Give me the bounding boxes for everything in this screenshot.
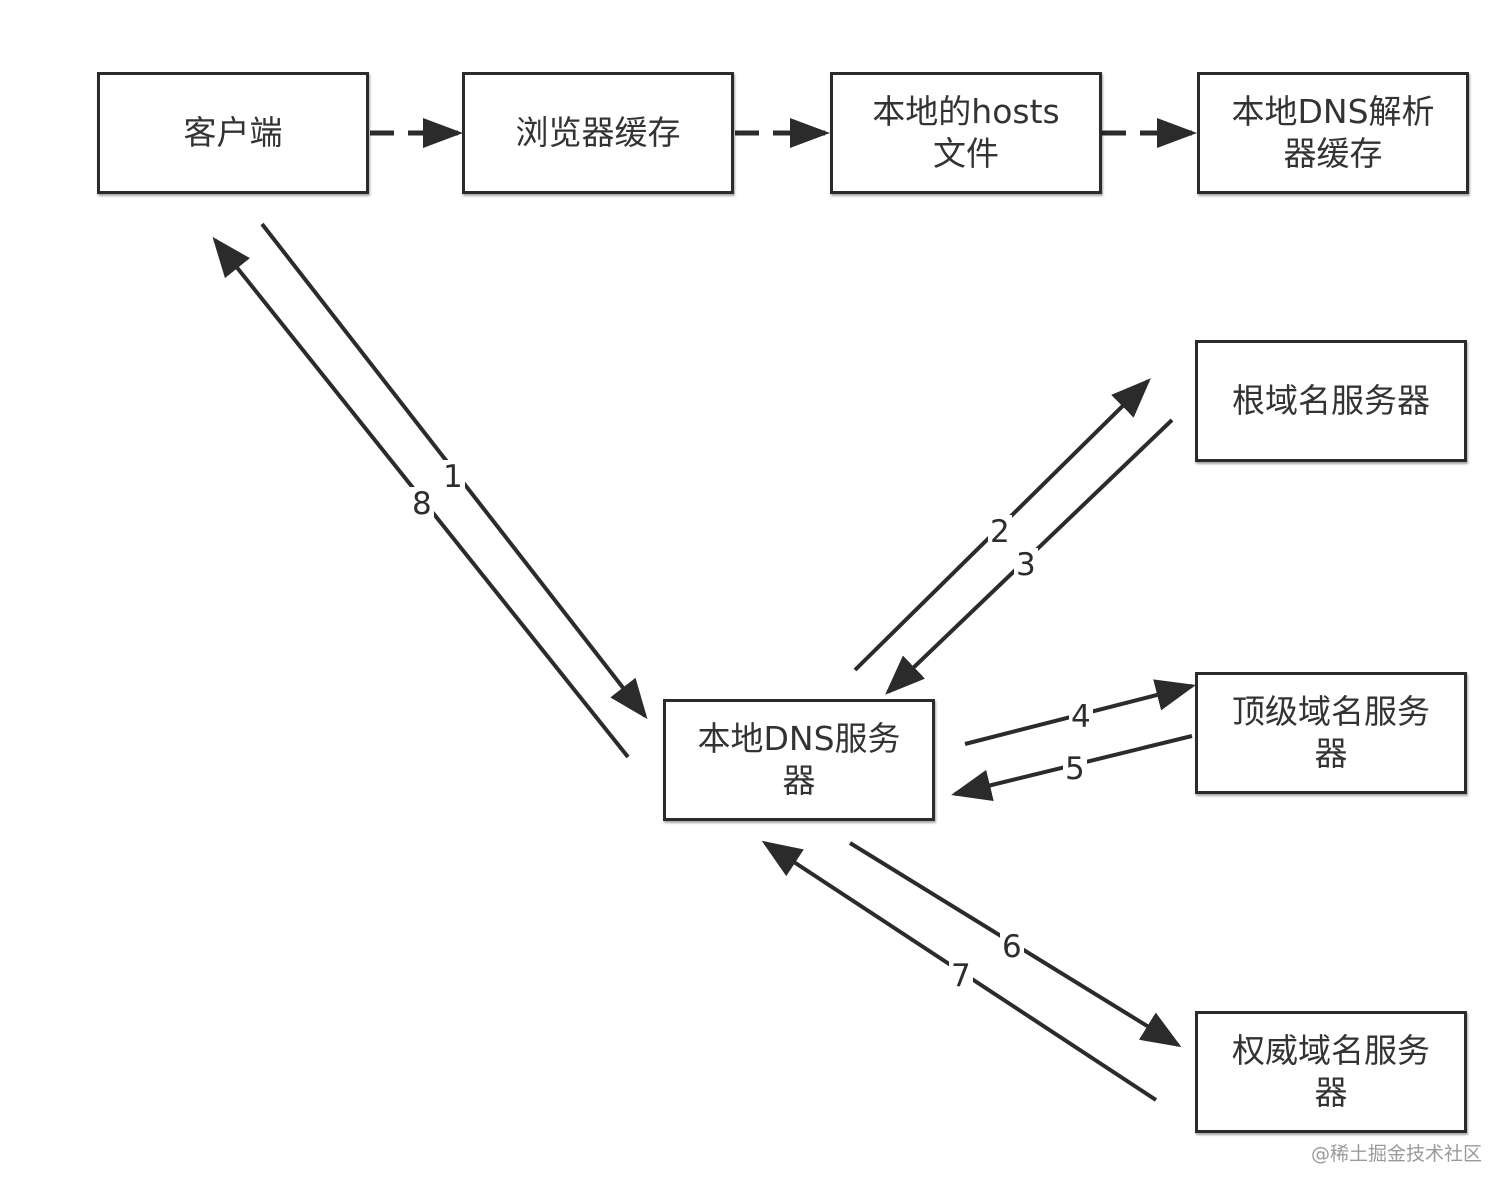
node-resolver-cache-label: 本地DNS解析 器缓存 (1231, 92, 1435, 173)
node-hosts-file-label: 本地的hosts 文件 (872, 92, 1060, 173)
node-client: 客户端 (97, 72, 369, 194)
step-label-1: 1 (441, 459, 465, 495)
step-label-8: 8 (410, 486, 434, 522)
node-tld-server-label: 顶级域名服务 器 (1232, 692, 1430, 773)
node-browser-cache-label: 浏览器缓存 (515, 113, 681, 152)
step-label-5: 5 (1063, 751, 1087, 787)
step-label-7: 7 (949, 958, 973, 994)
node-client-label: 客户端 (183, 113, 283, 152)
step-label-4: 4 (1069, 699, 1093, 735)
node-root-server: 根域名服务器 (1195, 340, 1467, 462)
step-label-2: 2 (988, 514, 1012, 550)
node-auth-server-label: 权威域名服务 器 (1232, 1031, 1430, 1112)
node-resolver-cache: 本地DNS解析 器缓存 (1197, 72, 1469, 194)
node-local-dns: 本地DNS服务 器 (663, 699, 935, 821)
step-label-3: 3 (1014, 547, 1038, 583)
node-hosts-file: 本地的hosts 文件 (830, 72, 1102, 194)
node-tld-server: 顶级域名服务 器 (1195, 672, 1467, 794)
node-auth-server: 权威域名服务 器 (1195, 1011, 1467, 1133)
watermark: @稀土掘金技术社区 (1310, 1143, 1482, 1165)
node-root-server-label: 根域名服务器 (1232, 381, 1430, 420)
node-browser-cache: 浏览器缓存 (462, 72, 734, 194)
step-label-6: 6 (1000, 929, 1024, 965)
node-local-dns-label: 本地DNS服务 器 (697, 719, 901, 800)
